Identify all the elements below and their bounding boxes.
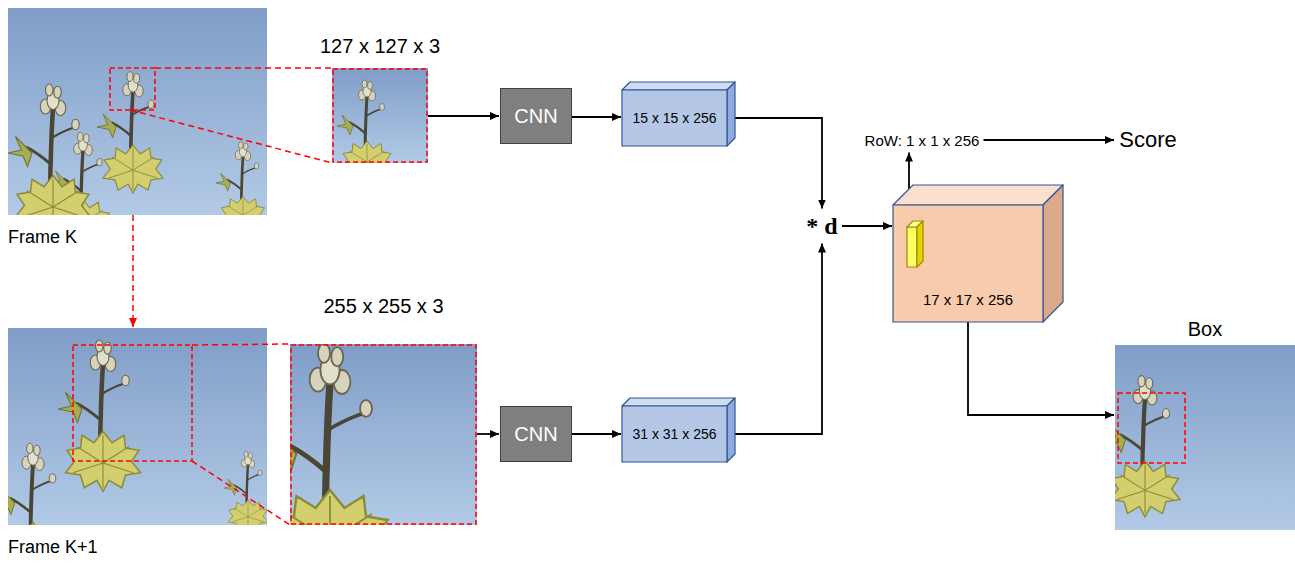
cnn-box: CNN	[500, 88, 572, 144]
frame-k1-photo	[0, 328, 268, 570]
size-label: 127 x 127 x 3	[320, 35, 440, 58]
flow-arrow	[428, 115, 499, 117]
cube-size: 17 x 17 x 256	[923, 291, 1013, 308]
operator-label: * d	[806, 213, 837, 240]
flow-arrow	[968, 322, 1114, 415]
zoom-line	[130, 68, 332, 163]
result-photo	[1103, 345, 1295, 530]
correlation-operator: * d	[802, 211, 842, 242]
feature-map: 31 x 31 x 256	[622, 406, 727, 462]
frame-label: Frame K+1	[8, 537, 98, 558]
cnn-box: CNN	[500, 406, 572, 462]
flow-arrow	[572, 116, 621, 118]
video-frame: Frame K+1	[8, 328, 267, 525]
template-patch: 127 x 127 x 3	[332, 68, 428, 163]
response-cube: 17 x 17 x 256	[893, 205, 1043, 322]
zoom-line	[132, 215, 134, 327]
size-label: 255 x 255 x 3	[323, 295, 443, 318]
template-crop	[332, 68, 428, 181]
flow-arrow	[984, 139, 1115, 141]
cnn-label: CNN	[514, 105, 557, 128]
search-crop	[258, 344, 477, 570]
flow-arrow	[727, 244, 822, 435]
feature-size: 31 x 31 x 256	[632, 426, 716, 442]
search-patch: 255 x 255 x 3	[290, 344, 477, 525]
zoom-line	[192, 344, 290, 525]
score-output: Score	[1115, 125, 1181, 155]
box-output: Box	[1115, 345, 1295, 530]
feature-map: 15 x 15 x 256	[622, 90, 727, 146]
flow-arrow	[477, 433, 499, 435]
score-label: Score	[1119, 127, 1176, 153]
feature-size: 15 x 15 x 256	[632, 110, 716, 126]
box-label: Box	[1188, 318, 1222, 341]
flow-arrow	[842, 225, 892, 227]
frame-label: Frame K	[8, 227, 77, 248]
row-label: RoW: 1 x 1 x 256	[865, 132, 980, 149]
row-label-box: RoW: 1 x 1 x 256	[861, 130, 984, 151]
frame-k-photo	[8, 8, 267, 244]
flow-arrow	[727, 118, 822, 209]
flow-arrow	[572, 433, 621, 435]
cnn-label: CNN	[514, 423, 557, 446]
video-frame: Frame K	[8, 8, 267, 215]
